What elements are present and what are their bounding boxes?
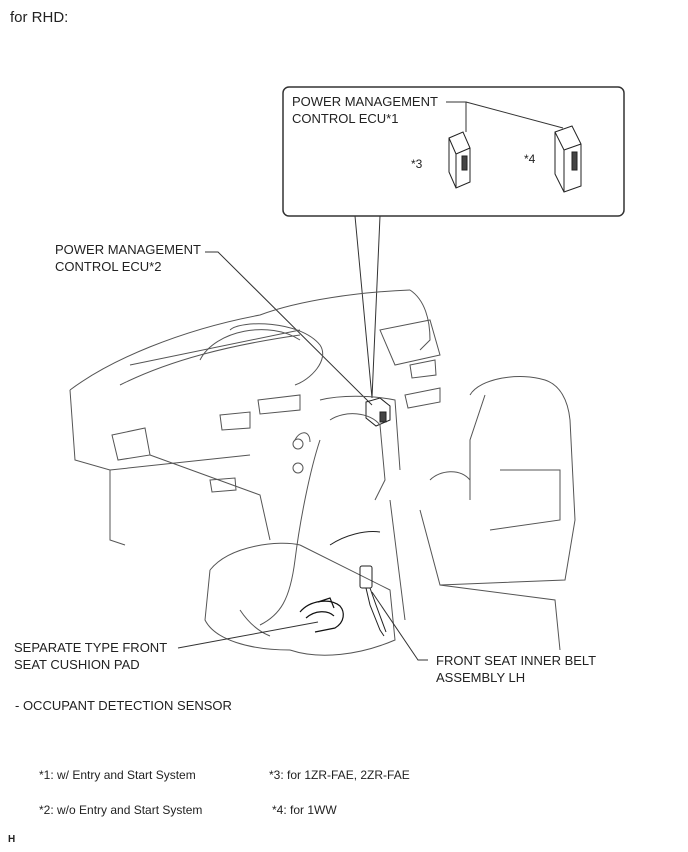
- label-variant-3: *3: [411, 157, 423, 171]
- leader-pad: [177, 621, 319, 649]
- page-title: for RHD:: [10, 9, 69, 26]
- ecu-4-icon: [554, 125, 582, 193]
- left-seat-outline: [204, 413, 406, 656]
- leader-belt: [371, 591, 428, 661]
- label-pm-ecu2-line2: CONTROL ECU*2: [55, 259, 162, 274]
- leader-ecu1: [446, 101, 467, 132]
- footnote-1: *1: w/ Entry and Start System: [39, 768, 196, 782]
- label-cushion-pad-line2: SEAT CUSHION PAD: [14, 657, 140, 672]
- inner-belt-icon: [329, 531, 387, 637]
- dashboard-outline: [69, 289, 441, 546]
- figure-code: H: [8, 834, 16, 845]
- label-variant-4: *4: [524, 152, 536, 166]
- inset-frame: [282, 86, 625, 217]
- label-inner-belt-line2: ASSEMBLY LH: [436, 670, 526, 685]
- seat-cushion-pad-icon: [299, 597, 344, 633]
- label-pm-ecu1-line1: POWER MANAGEMENT: [292, 94, 438, 109]
- footnote-4: *4: for 1WW: [272, 803, 337, 817]
- label-pm-ecu1-line2: CONTROL ECU*1: [292, 111, 399, 126]
- leader-ecu2: [205, 251, 373, 406]
- component-note: - OCCUPANT DETECTION SENSOR: [15, 698, 232, 713]
- ecu-3-icon: [448, 131, 471, 189]
- footnote-2: *2: w/o Entry and Start System: [39, 803, 203, 817]
- right-seat-outline: [419, 375, 576, 651]
- ecu-2-icon: [365, 397, 391, 427]
- label-cushion-pad-line1: SEPARATE TYPE FRONT: [14, 640, 168, 655]
- inset-pointer: [354, 215, 381, 399]
- footnote-3: *3: for 1ZR-FAE, 2ZR-FAE: [269, 768, 410, 782]
- label-pm-ecu2-line1: POWER MANAGEMENT: [55, 242, 201, 257]
- label-inner-belt-line1: FRONT SEAT INNER BELT: [436, 653, 597, 668]
